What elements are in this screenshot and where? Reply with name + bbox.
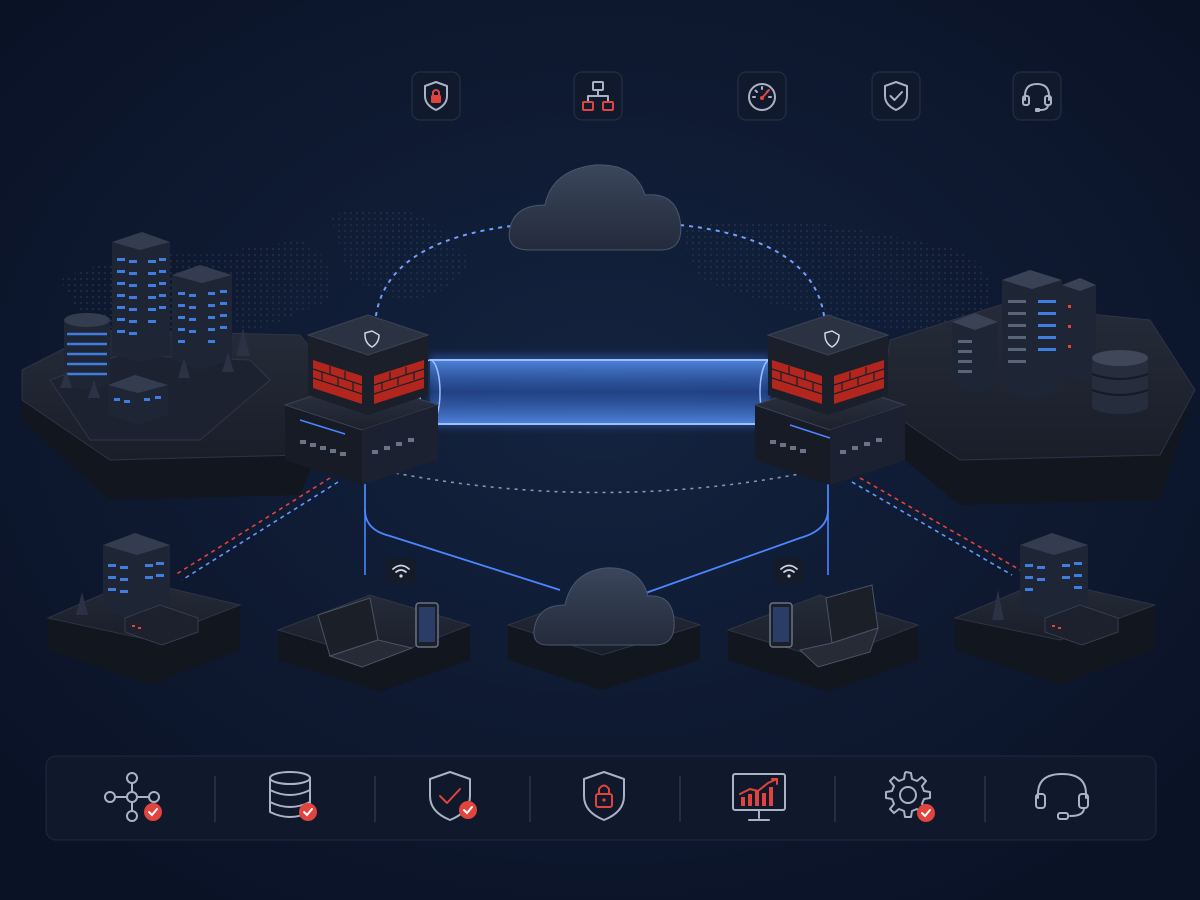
bottom-cloud[interactable] bbox=[506, 567, 702, 690]
gear-check-icon[interactable] bbox=[885, 771, 935, 822]
server-rack-small bbox=[952, 313, 998, 393]
feature-dividers bbox=[214, 776, 986, 822]
speedometer-icon[interactable] bbox=[737, 71, 787, 121]
red-link-left bbox=[174, 477, 331, 576]
office-tower bbox=[112, 232, 170, 362]
blue-link-left bbox=[181, 481, 339, 581]
left-campus-platform[interactable] bbox=[21, 232, 346, 500]
left-firewall[interactable] bbox=[283, 314, 440, 485]
server-rack-tall bbox=[1002, 270, 1062, 400]
vpn-tunnel[interactable] bbox=[419, 355, 781, 427]
network-nodes-check-icon[interactable] bbox=[104, 772, 162, 822]
headset-icon[interactable] bbox=[1035, 773, 1089, 820]
red-link-right bbox=[859, 477, 1021, 571]
top-icon-row bbox=[411, 71, 1062, 121]
firewall-bricks-left bbox=[312, 360, 425, 404]
database-stack bbox=[1091, 350, 1149, 414]
right-firewall[interactable] bbox=[753, 314, 907, 485]
wifi-icon bbox=[386, 558, 416, 584]
network-hierarchy-icon[interactable] bbox=[573, 71, 623, 121]
right-datacenter-platform[interactable] bbox=[879, 270, 1196, 505]
server-rack-medium bbox=[1062, 278, 1096, 382]
blue-link-right bbox=[851, 481, 1013, 576]
cylinder-building bbox=[64, 313, 110, 389]
dashed-link-top-right bbox=[679, 224, 826, 326]
headset-icon[interactable] bbox=[1012, 71, 1062, 121]
right-branch-office[interactable] bbox=[953, 533, 1157, 685]
shield-lock-icon[interactable] bbox=[411, 71, 461, 121]
top-cloud[interactable] bbox=[508, 164, 682, 251]
database-check-icon[interactable] bbox=[269, 771, 317, 821]
left-branch-office[interactable] bbox=[46, 533, 242, 685]
small-building bbox=[108, 375, 168, 425]
right-remote-devices[interactable] bbox=[726, 558, 920, 692]
left-remote-devices[interactable] bbox=[276, 558, 472, 692]
monitor-growth-chart-icon[interactable] bbox=[732, 773, 786, 821]
trees bbox=[60, 328, 250, 398]
shield-lock-icon[interactable] bbox=[583, 771, 625, 821]
shield-check-icon[interactable] bbox=[871, 71, 921, 121]
office-tower-2 bbox=[172, 265, 232, 370]
shield-check-badge-icon[interactable] bbox=[429, 771, 477, 821]
feature-bar bbox=[45, 755, 1157, 841]
dashed-link-top-left bbox=[374, 224, 521, 326]
wifi-icon bbox=[774, 558, 804, 584]
firewall-bricks-right bbox=[771, 360, 885, 404]
